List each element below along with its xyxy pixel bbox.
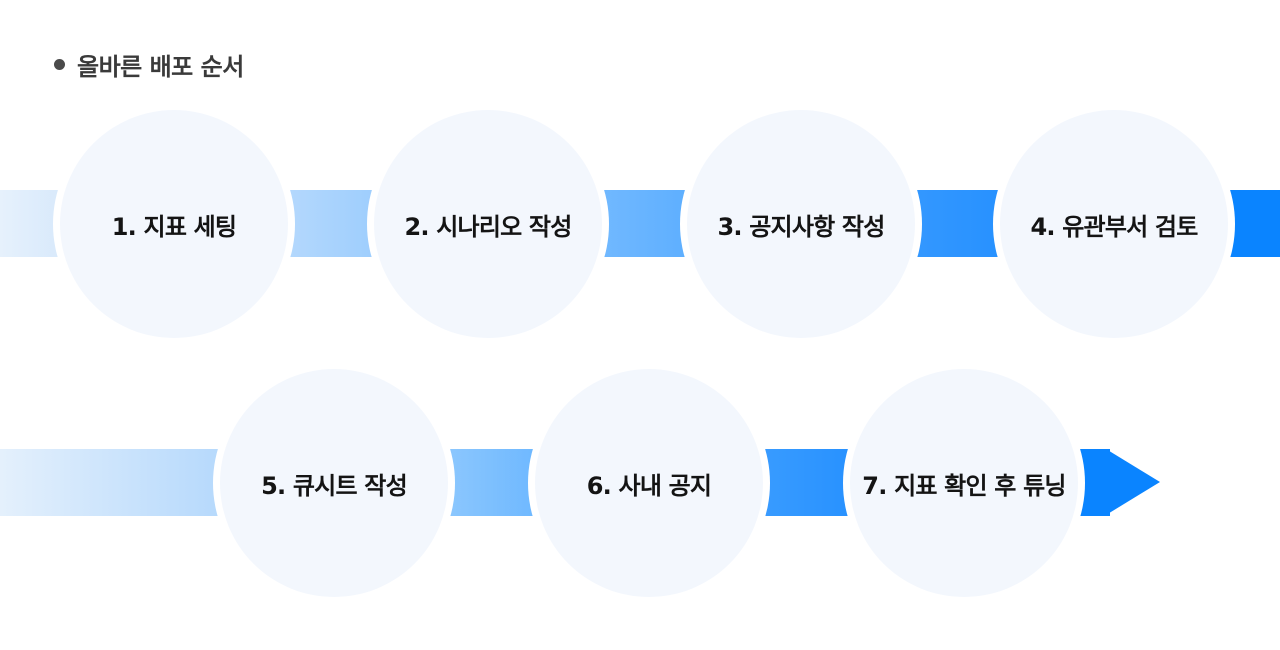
step-label: 3. 공지사항 작성 — [717, 212, 885, 241]
step-circle-6: 6. 사내 공지 — [535, 369, 763, 597]
step-circle-4: 4. 유관부서 검토 — [1000, 110, 1228, 338]
flow-band-segment — [0, 449, 230, 516]
bullet-icon — [54, 58, 65, 70]
flow-arrow-head-icon — [1106, 449, 1160, 515]
step-circle-3: 3. 공지사항 작성 — [687, 110, 915, 338]
section-title: 올바른 배포 순서 — [77, 52, 244, 81]
flow-band-segment — [440, 449, 550, 516]
step-label: 2. 시나리오 작성 — [404, 212, 572, 241]
step-circle-7: 7. 지표 확인 후 튜닝 — [850, 369, 1078, 597]
section-heading: 올바른 배포 순서 — [54, 44, 244, 84]
flow-band-segment — [280, 190, 390, 257]
flow-band-segment — [755, 449, 865, 516]
step-label: 4. 유관부서 검토 — [1030, 212, 1198, 241]
step-label: 7. 지표 확인 후 튜닝 — [862, 471, 1066, 500]
flow-band-segment — [908, 190, 1018, 257]
step-circle-2: 2. 시나리오 작성 — [374, 110, 602, 338]
flow-band-segment — [0, 190, 70, 257]
flow-band-segment — [1220, 190, 1280, 257]
step-circle-1: 1. 지표 세팅 — [60, 110, 288, 338]
step-label: 1. 지표 세팅 — [111, 212, 237, 241]
step-circle-5: 5. 큐시트 작성 — [220, 369, 448, 597]
step-label: 5. 큐시트 작성 — [261, 471, 408, 500]
step-label: 6. 사내 공지 — [586, 471, 712, 500]
